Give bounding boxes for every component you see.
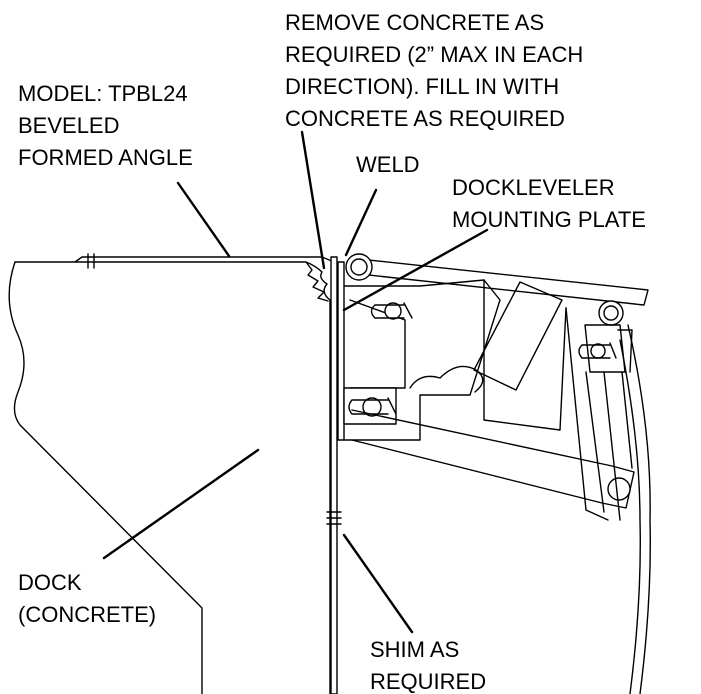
leader-dock: [102, 448, 260, 560]
label-remove-concrete-line: DIRECTION). FILL IN WITH: [285, 74, 559, 99]
leader-shim: [342, 533, 414, 634]
leader-remove-concrete: [300, 130, 326, 270]
label-dock: DOCK (CONCRETE): [18, 570, 156, 627]
label-model-line: MODEL: TPBL24: [18, 81, 188, 106]
label-mounting-plate: DOCKLEVELER MOUNTING PLATE: [452, 175, 646, 232]
pin-clip-right: [578, 342, 617, 359]
leader-mounting-plate: [342, 228, 489, 312]
label-shim-line: REQUIRED: [370, 669, 486, 694]
leader-formed-angle: [176, 181, 231, 258]
label-weld: WELD: [356, 152, 420, 177]
label-shim: SHIM AS REQUIRED: [370, 637, 486, 694]
dock-leveler-frame: [343, 253, 651, 694]
label-model: MODEL: TPBL24 BEVELED FORMED ANGLE: [18, 81, 194, 170]
label-dock-line: DOCK: [18, 570, 82, 595]
label-remove-concrete-line: REMOVE CONCRETE AS: [285, 10, 544, 35]
label-remove-concrete: REMOVE CONCRETE AS REQUIRED (2” MAX IN E…: [285, 10, 589, 131]
label-weld-line: WELD: [356, 152, 420, 177]
label-remove-concrete-line: CONCRETE AS REQUIRED: [285, 106, 565, 131]
label-remove-concrete-line: REQUIRED (2” MAX IN EACH: [285, 42, 583, 67]
label-model-line: BEVELED: [18, 113, 120, 138]
label-model-line: FORMED ANGLE: [18, 145, 193, 170]
leader-weld: [344, 188, 378, 257]
label-mounting-plate-line: MOUNTING PLATE: [452, 207, 646, 232]
label-shim-line: SHIM AS: [370, 637, 459, 662]
leader-lines: [102, 130, 489, 634]
mounting-plate: [326, 256, 345, 694]
dock-concrete-block: [8, 261, 331, 694]
pin-clip-upper: [370, 302, 413, 320]
pin-clip-middle: [343, 387, 397, 425]
label-mounting-plate-line: DOCKLEVELER: [452, 175, 615, 200]
label-dock-line: (CONCRETE): [18, 602, 156, 627]
beveled-formed-angle: [74, 253, 335, 269]
